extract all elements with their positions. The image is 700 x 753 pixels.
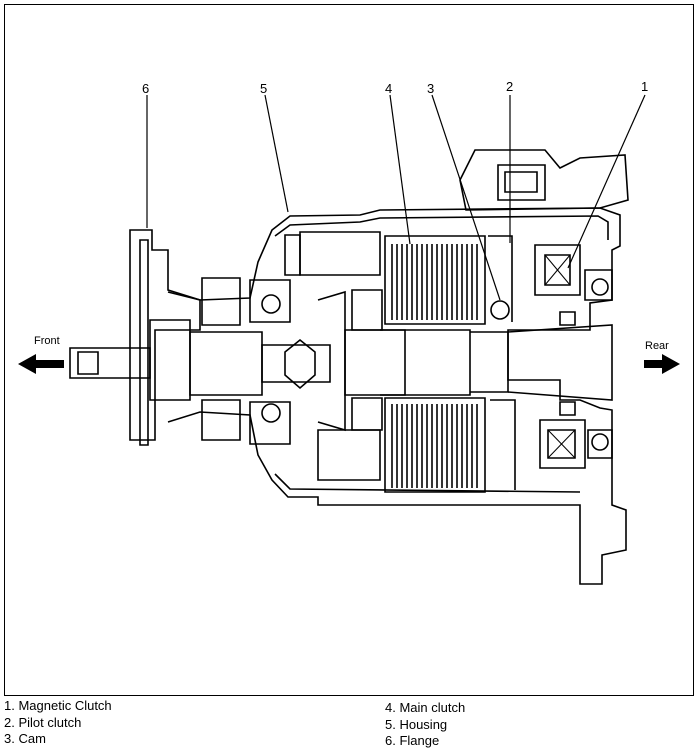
coupling-cross-section [18,94,680,585]
legend-item: 1. Magnetic Clutch [4,698,112,713]
hub-part [284,231,613,481]
callout-5: 5 [260,81,268,96]
callout-1: 1 [641,79,649,94]
coil-hatching [544,254,576,459]
legend-left: 1. Magnetic Clutch 2. Pilot clutch 3. Ca… [4,698,112,748]
legend-item: 6. Flange [385,733,440,748]
main-clutch-part [351,235,486,493]
legend-right: 4. Main clutch 5. Housing 6. Flange [385,700,465,750]
diagram-frame [4,4,694,696]
cam-part [488,235,516,490]
callout-6: 6 [142,81,150,96]
housing-part [167,207,627,585]
front-bearings [201,277,291,445]
rear-arrow-icon [644,354,680,374]
callout-4: 4 [385,81,393,96]
rear-label: Rear [645,340,669,352]
legend-item: 4. Main clutch [385,700,466,715]
clutch-plates [391,244,478,488]
callout-3: 3 [427,81,435,96]
legend-item: 2. Pilot clutch [4,714,82,730]
callout-2: 2 [506,79,514,94]
leader-lines [146,94,646,301]
input-shaft [69,331,331,396]
connector-part [459,149,629,211]
legend-item: 5. Housing [385,716,448,732]
magnetic-clutch-part [534,244,613,469]
front-arrow-icon [18,354,64,374]
front-label: Front [34,335,60,347]
legend-item: 3. Cam [4,731,46,746]
